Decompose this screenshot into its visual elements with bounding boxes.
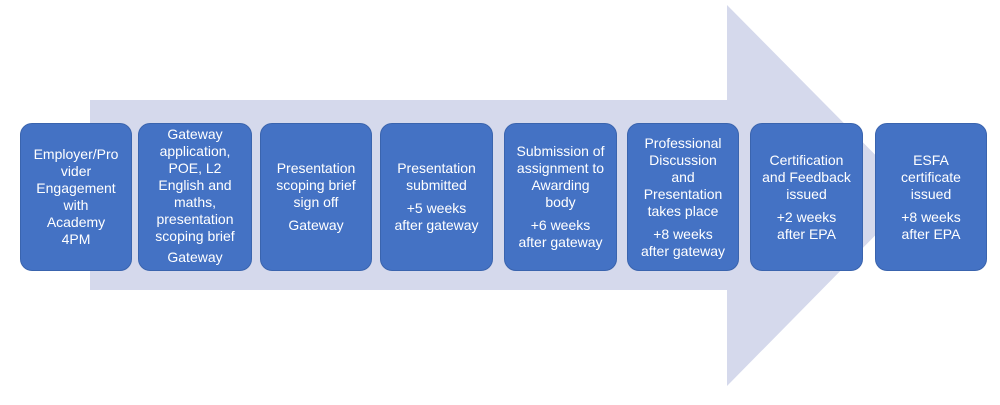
step-text: presentation bbox=[156, 211, 234, 227]
step-text: Academy bbox=[46, 214, 106, 230]
step-text: Gateway bbox=[167, 126, 223, 142]
step-text: Engagement bbox=[36, 180, 116, 196]
step-text: Employer/Pro bbox=[33, 146, 119, 162]
step-text: maths, bbox=[173, 194, 216, 210]
step-text: Awarding bbox=[531, 177, 590, 193]
step-text: English and bbox=[158, 177, 232, 193]
step-text: sign off bbox=[293, 194, 339, 210]
step-timing: after gateway bbox=[640, 242, 726, 259]
step-text: Presentation bbox=[643, 185, 723, 202]
step-text: assignment to bbox=[516, 160, 605, 176]
step-text: Professional bbox=[644, 134, 722, 151]
step-text: and bbox=[671, 168, 695, 185]
step-timing: +2 weeks bbox=[776, 208, 837, 225]
step-1-engagement: Employer/Pro vider Engagement with Acade… bbox=[20, 123, 132, 271]
step-timing: after EPA bbox=[901, 225, 961, 242]
step-text: with bbox=[63, 197, 89, 213]
step-timing: after gateway bbox=[394, 217, 479, 233]
step-text: body bbox=[545, 194, 576, 210]
step-text: ESFA bbox=[913, 151, 949, 168]
step-timing: +8 weeks bbox=[653, 225, 713, 242]
step-text: submitted bbox=[406, 177, 467, 193]
step-3-scoping-sign-off: Presentation scoping brief sign off Gate… bbox=[260, 123, 372, 271]
step-4-presentation-submitted: Presentation submitted +5 weeks after ga… bbox=[380, 123, 493, 271]
step-text: certificate bbox=[901, 168, 961, 185]
step-timing: after gateway bbox=[518, 234, 603, 250]
step-2-gateway-application: Gateway application, POE, L2 English and… bbox=[138, 123, 252, 271]
step-text: POE, L2 bbox=[168, 160, 222, 176]
step-text: Presentation bbox=[397, 160, 476, 176]
step-text: application, bbox=[159, 143, 231, 159]
step-text: issued bbox=[910, 185, 952, 202]
step-text: Discussion bbox=[649, 151, 717, 168]
step-6-professional-discussion: Professional Discussion and Presentation… bbox=[627, 123, 739, 271]
step-timing: after EPA bbox=[777, 225, 836, 242]
step-text: Certification bbox=[769, 151, 844, 168]
step-text: Submission of bbox=[516, 143, 605, 159]
step-text: vider bbox=[60, 163, 92, 179]
step-timing: +8 weeks bbox=[901, 208, 961, 225]
step-timing: +5 weeks bbox=[406, 200, 467, 216]
step-text: scoping brief bbox=[155, 228, 235, 244]
step-text: Presentation bbox=[276, 160, 356, 176]
step-8-esfa-certificate: ESFA certificate issued +8 weeks after E… bbox=[875, 123, 987, 271]
step-text: and Feedback bbox=[762, 168, 851, 185]
step-text: scoping brief bbox=[276, 177, 356, 193]
step-timing: Gateway bbox=[167, 249, 223, 265]
step-timing: Gateway bbox=[288, 217, 344, 233]
arrow-shape bbox=[90, 5, 915, 386]
step-main-text: Gateway application, POE, L2 English and… bbox=[155, 126, 234, 245]
step-5-assignment-submission: Submission of assignment to Awarding bod… bbox=[504, 123, 617, 271]
step-timing: +6 weeks bbox=[530, 217, 591, 233]
step-text: issued bbox=[786, 185, 827, 202]
step-7-certification: Certification and Feedback issued +2 wee… bbox=[750, 123, 863, 271]
step-text: takes place bbox=[647, 202, 719, 219]
step-text: 4PM bbox=[61, 231, 91, 247]
